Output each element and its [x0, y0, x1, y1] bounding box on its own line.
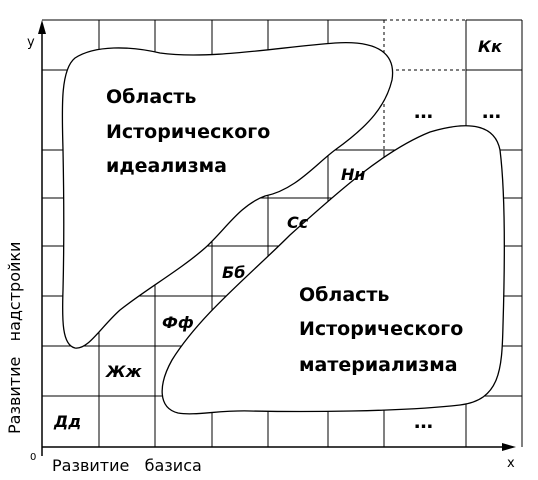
ellipsis-bottom: … [414, 411, 433, 433]
ellipsis-upper: … [414, 101, 433, 123]
idealism-line-2: Исторического [106, 121, 270, 143]
materialism-line-1: Область [299, 284, 389, 306]
materialism-line-3: материализма [299, 354, 458, 376]
x-axis-label: x [507, 456, 515, 471]
materialism-region-shape [161, 125, 505, 415]
idealism-line-3: идеализма [106, 155, 227, 177]
cell-ss-label: Сс [287, 213, 309, 232]
cell-bb-label: Бб [222, 263, 245, 282]
origin-label: 0 [30, 452, 36, 463]
materialism-region-label: Область Исторического материализма [299, 284, 463, 376]
cell-dd-label: Дд [53, 412, 81, 431]
idealism-region-label: Область Исторического идеализма [106, 86, 270, 177]
horizontal-axis-caption: Развитие базиса [52, 456, 202, 475]
idealism-region-shape [61, 41, 394, 349]
cell-ff-label: Фф [162, 313, 194, 332]
vertical-axis-caption: Развитие надстройки [5, 242, 24, 434]
idealism-line-1: Область [106, 86, 196, 108]
ellipsis-far: … [482, 101, 501, 123]
cell-nn-label: Нн [341, 165, 365, 184]
axes [38, 20, 516, 456]
cell-kk-label: Кк [478, 37, 503, 56]
y-axis-label: y [27, 35, 35, 50]
cell-zhzh-label: Жж [105, 362, 143, 381]
materialism-line-2: Исторического [299, 318, 463, 340]
